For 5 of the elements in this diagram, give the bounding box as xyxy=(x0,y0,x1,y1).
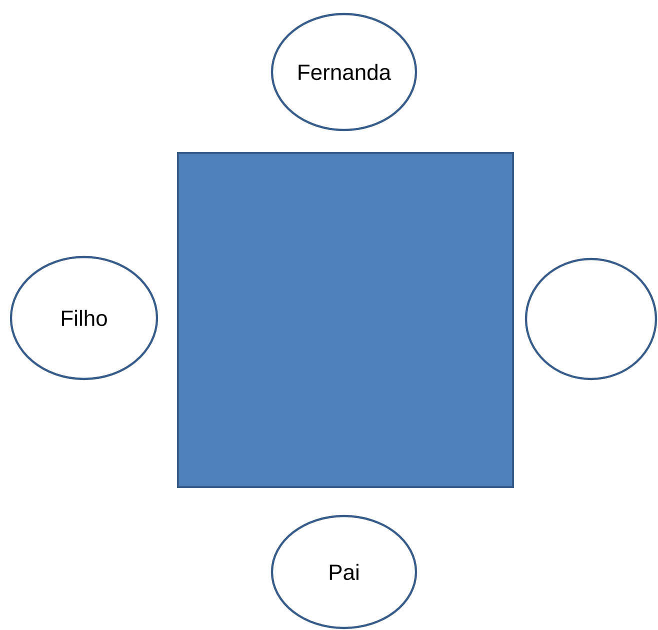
ellipse-node: Fernanda xyxy=(270,12,418,132)
empty-ellipse xyxy=(524,258,658,380)
ellipse-node: Filho xyxy=(10,256,158,380)
square xyxy=(177,152,514,488)
ellipse-node: Pai xyxy=(270,514,418,630)
